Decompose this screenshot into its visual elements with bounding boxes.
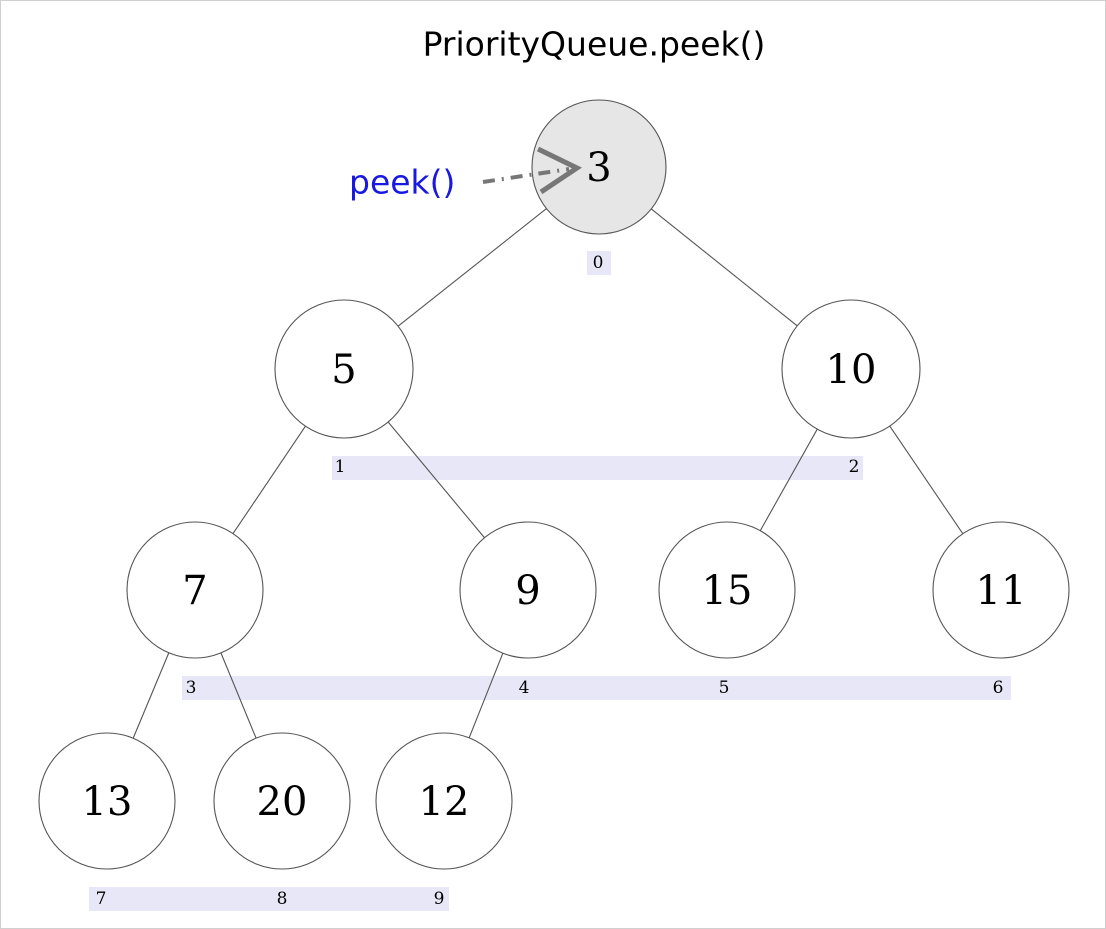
tree-node-12[interactable]: 12 <box>375 732 513 870</box>
node-label-20: 20 <box>257 779 308 825</box>
index-label-2: 2 <box>849 457 860 477</box>
index-label-9: 9 <box>434 889 445 909</box>
node-circle-11 <box>932 521 1070 659</box>
node-label-12: 12 <box>419 779 470 825</box>
tree-edge-7-to-20 <box>220 652 257 739</box>
index-label-5: 5 <box>719 678 730 698</box>
tree-edge-5-to-9 <box>387 421 485 539</box>
node-label-13: 13 <box>82 779 133 825</box>
tree-edge-3-to-10 <box>650 208 798 327</box>
tree-edge-10-to-15 <box>759 428 818 531</box>
node-circle-3 <box>531 99 667 235</box>
index-band-row-0 <box>587 251 611 275</box>
node-circle-10 <box>781 299 921 439</box>
tree-node-7[interactable]: 7 <box>126 521 264 659</box>
index-label-1: 1 <box>335 457 346 477</box>
page-title: PriorityQueue.peek() <box>423 25 766 64</box>
tree-node-9[interactable]: 9 <box>459 521 597 659</box>
node-label-7: 7 <box>182 568 207 614</box>
index-band-row-1 <box>332 456 863 480</box>
tree-edge-layer <box>132 208 964 739</box>
node-label-3: 3 <box>586 145 611 191</box>
node-circle-13 <box>38 732 176 870</box>
tree-node-11[interactable]: 11 <box>932 521 1070 659</box>
peek-annotation-layer: peek() <box>349 146 583 202</box>
node-label-10: 10 <box>826 347 877 393</box>
index-label-6: 6 <box>993 678 1004 698</box>
peek-arrowhead-icon <box>536 146 583 195</box>
index-band-layer <box>89 251 1011 911</box>
node-circle-15 <box>658 521 796 659</box>
tree-edge-7-to-13 <box>132 652 170 739</box>
tree-node-5[interactable]: 5 <box>274 299 414 439</box>
tree-node-15[interactable]: 15 <box>658 521 796 659</box>
index-label-7: 7 <box>96 889 107 909</box>
tree-node-13[interactable]: 13 <box>38 732 176 870</box>
tree-node-3[interactable]: 3 <box>531 99 667 235</box>
tree-edge-10-to-11 <box>889 425 964 535</box>
node-circle-7 <box>126 521 264 659</box>
index-band-row-2 <box>182 676 1011 700</box>
tree-edge-5-to-7 <box>232 425 306 534</box>
tree-edge-9-to-12 <box>468 652 504 739</box>
node-circle-20 <box>213 732 351 870</box>
index-label-3: 3 <box>186 678 197 698</box>
node-circle-9 <box>459 521 597 659</box>
peek-annotation-label: peek() <box>349 163 455 202</box>
node-circle-12 <box>375 732 513 870</box>
node-label-9: 9 <box>515 568 540 614</box>
index-label-8: 8 <box>277 889 288 909</box>
node-label-11: 11 <box>976 568 1027 614</box>
tree-edge-3-to-5 <box>397 208 547 327</box>
node-label-15: 15 <box>702 568 753 614</box>
node-label-5: 5 <box>331 347 356 393</box>
index-band-row-3 <box>89 887 449 911</box>
tree-node-10[interactable]: 10 <box>781 299 921 439</box>
index-label-0: 0 <box>593 253 604 273</box>
tree-node-20[interactable]: 20 <box>213 732 351 870</box>
index-label-4: 4 <box>519 678 530 698</box>
node-circle-5 <box>274 299 414 439</box>
